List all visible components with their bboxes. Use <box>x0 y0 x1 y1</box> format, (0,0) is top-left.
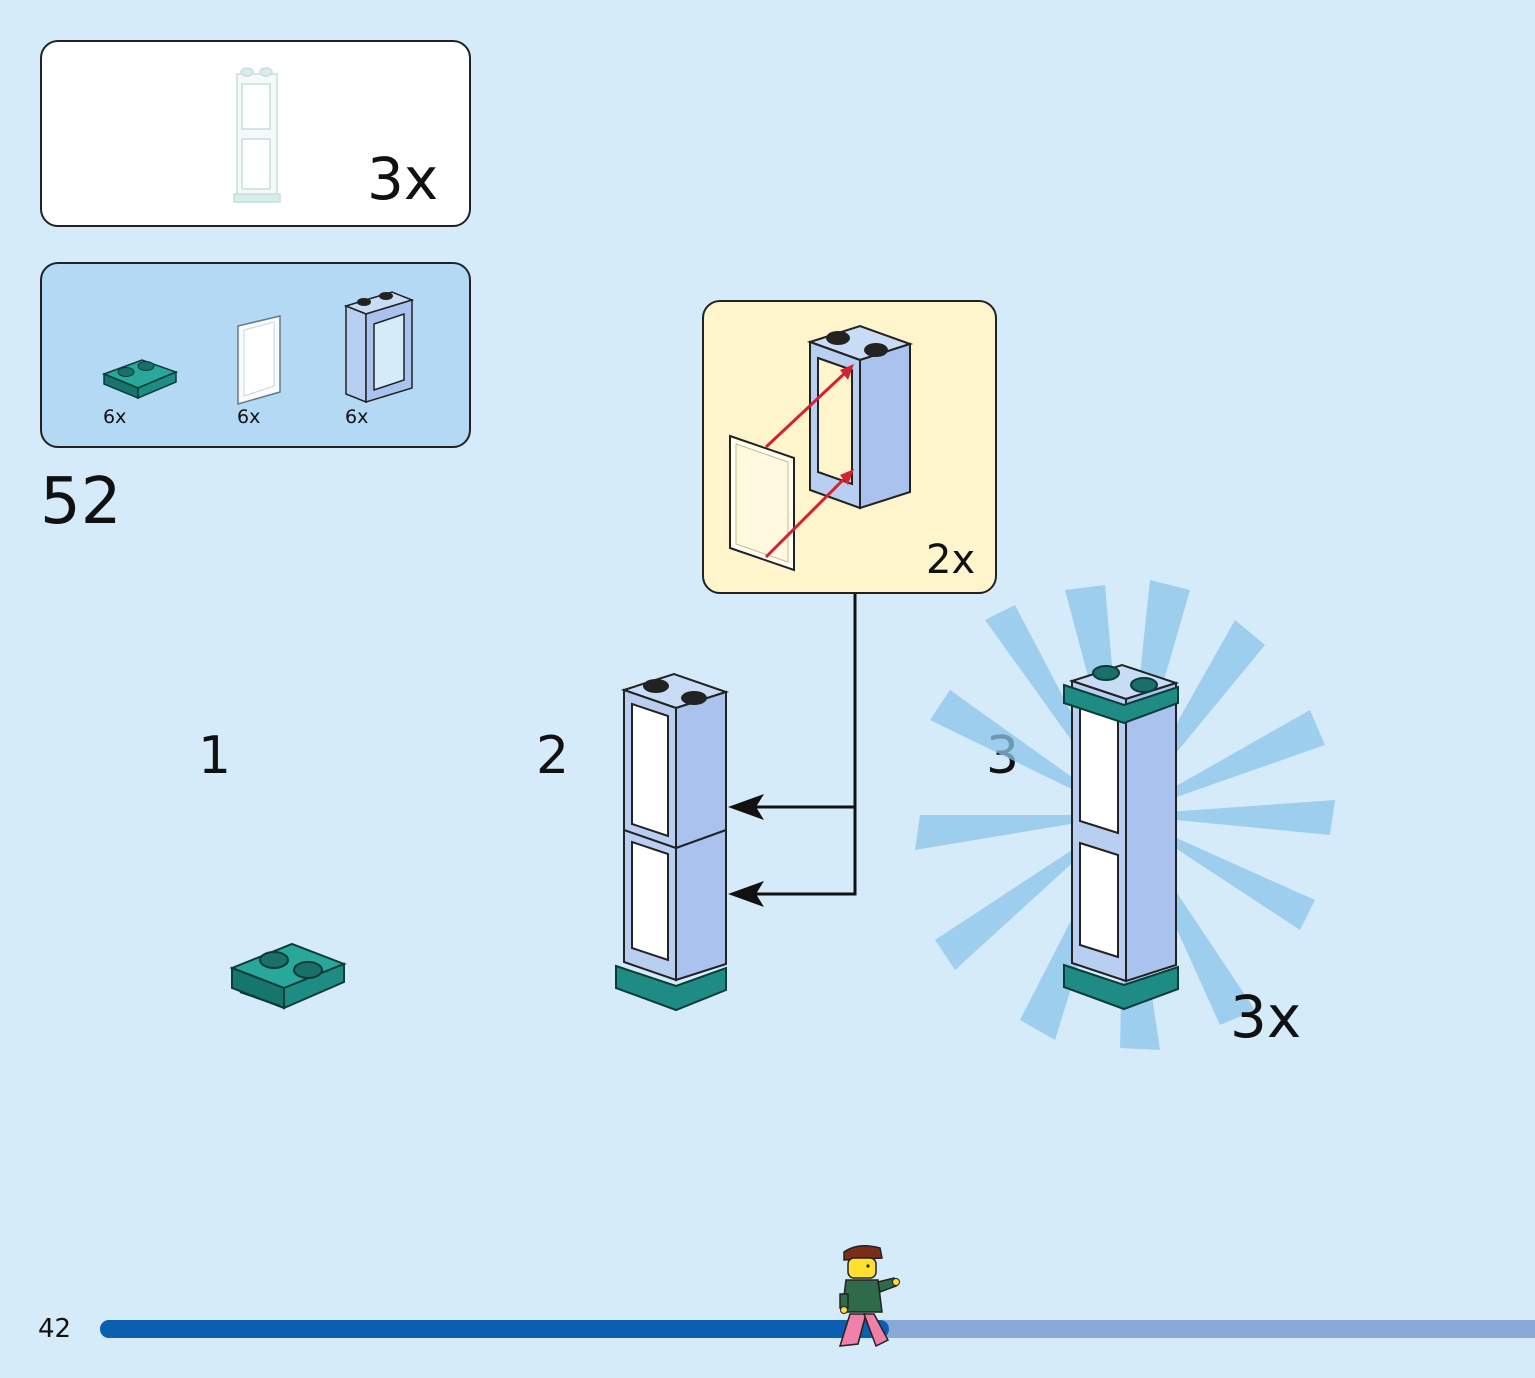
window-frame-callout-icon <box>806 324 914 510</box>
callout-box: 2x <box>702 300 997 594</box>
sub-step-3-quantity: 3x <box>1230 983 1302 1051</box>
submodel-quantity: 3x <box>367 145 439 213</box>
red-insert-arrows <box>764 364 854 559</box>
sub-step-2-number: 2 <box>536 726 570 786</box>
part-3-quantity: 6x <box>345 406 369 428</box>
progress-bar-fill <box>100 1320 890 1338</box>
walking-minifigure-icon <box>838 1245 900 1348</box>
page-number: 42 <box>38 1314 72 1344</box>
teal-plate-model-icon <box>229 942 347 1010</box>
parts-list-box: 6x 6x 6x <box>40 262 471 448</box>
glass-pane-callout-icon <box>729 434 795 572</box>
glass-pane-part-icon <box>237 315 281 405</box>
sub-step-1-number: 1 <box>198 726 232 786</box>
completed-window-model-icon <box>1063 663 1180 1011</box>
part-1-quantity: 6x <box>103 406 127 428</box>
teal-plate-part-icon <box>101 359 179 400</box>
submodel-preview-icon <box>233 67 281 203</box>
window-column-model-icon <box>615 672 730 1012</box>
callout-quantity: 2x <box>926 537 976 583</box>
submodel-box: 3x <box>40 40 471 227</box>
window-frame-part-icon <box>343 291 415 404</box>
callout-connector-arrows <box>728 594 857 907</box>
progress-bar <box>100 1320 1535 1338</box>
step-number: 52 <box>40 465 122 539</box>
part-2-quantity: 6x <box>237 406 261 428</box>
